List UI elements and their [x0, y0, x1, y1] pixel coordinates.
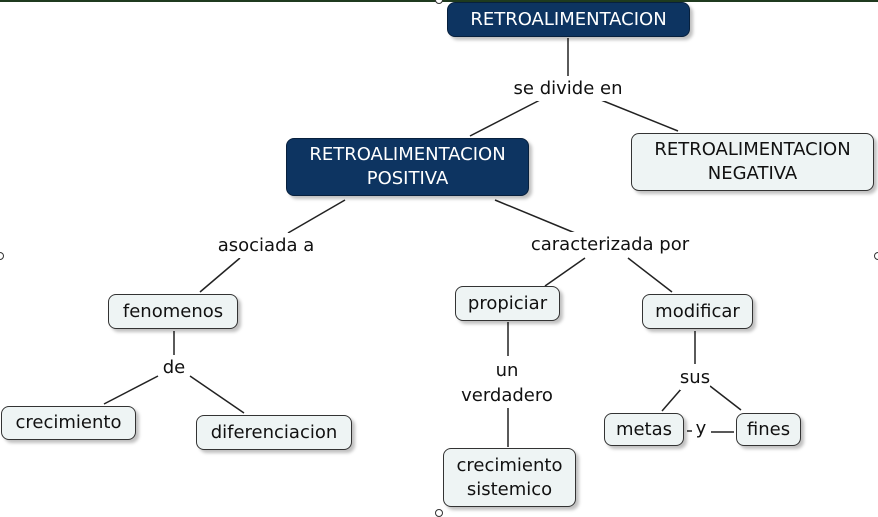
- concept-modificar[interactable]: modificar: [642, 294, 753, 329]
- line-asociada-fenomenos: [199, 257, 241, 293]
- concept-retroalimentacion[interactable]: RETROALIMENTACION: [447, 2, 690, 37]
- link-asociada-a[interactable]: asociada a: [217, 233, 315, 258]
- concept-diferenciacion[interactable]: diferenciacion: [196, 415, 352, 450]
- line-caracterizada-propiciar: [544, 257, 586, 287]
- line-caracterizada-modificar: [627, 257, 673, 293]
- concept-label: NEGATIVA: [707, 163, 798, 184]
- line-divide-positive: [469, 99, 541, 137]
- concept-crecimiento-sistemico[interactable]: crecimiento sistemico: [443, 448, 576, 507]
- line-de-crecimiento: [103, 375, 159, 405]
- concept-label: metas: [615, 418, 673, 440]
- concept-label: fines: [746, 418, 791, 440]
- resize-handle-right[interactable]: [874, 252, 878, 260]
- link-se-divide-en[interactable]: se divide en: [513, 76, 623, 101]
- concept-label: fenomenos: [122, 300, 224, 322]
- concept-label: RETROALIMENTACION: [309, 144, 506, 165]
- link-y[interactable]: y: [695, 416, 707, 441]
- resize-handle-bottom[interactable]: [435, 509, 443, 517]
- link-caracterizada-por[interactable]: caracterizada por: [530, 232, 690, 257]
- concept-label: modificar: [655, 300, 740, 322]
- line-sus-fines: [709, 385, 742, 411]
- concept-retroalimentacion-positiva[interactable]: RETROALIMENTACION POSITIVA: [286, 138, 529, 196]
- link-verdadero[interactable]: verdadero: [461, 383, 553, 408]
- concept-fenomenos[interactable]: fenomenos: [108, 294, 238, 329]
- concept-label: RETROALIMENTACION: [654, 139, 851, 160]
- concept-label: crecimiento: [456, 454, 563, 476]
- concept-retroalimentacion-negativa[interactable]: RETROALIMENTACION NEGATIVA: [631, 133, 874, 191]
- link-sus[interactable]: sus: [679, 365, 711, 390]
- link-de[interactable]: de: [162, 355, 186, 380]
- line-positive-caracterizada: [494, 199, 576, 234]
- concept-fines[interactable]: fines: [736, 413, 801, 446]
- concept-propiciar[interactable]: propiciar: [455, 286, 560, 321]
- line-sus-metas: [661, 387, 683, 412]
- concept-label: POSITIVA: [366, 168, 449, 189]
- concept-label: RETROALIMENTACION: [470, 8, 667, 30]
- link-un[interactable]: un: [495, 358, 519, 383]
- line-positive-asociada: [287, 199, 346, 234]
- concept-label: propiciar: [467, 292, 548, 314]
- concept-crecimiento[interactable]: crecimiento: [1, 406, 136, 440]
- line-divide-negative: [595, 97, 679, 132]
- concept-label: sistemico: [466, 478, 553, 500]
- concept-label: diferenciacion: [210, 421, 338, 443]
- concept-label: crecimiento: [15, 412, 122, 433]
- line-de-diferenciacion: [189, 375, 245, 414]
- concept-metas[interactable]: metas: [604, 413, 684, 446]
